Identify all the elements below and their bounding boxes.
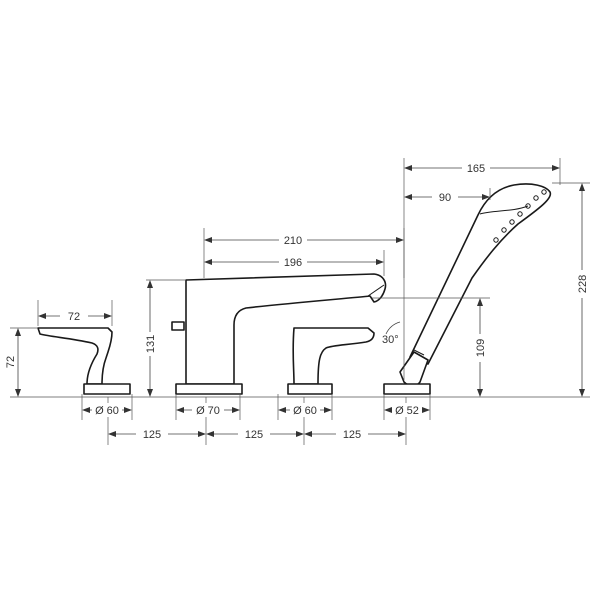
dim-spacing-3: 125 bbox=[343, 429, 361, 441]
dim-spout-base: Ø 70 bbox=[196, 405, 220, 417]
dim-shower-reach: 165 bbox=[467, 163, 485, 175]
right-valve bbox=[287, 327, 375, 395]
spray-nozzles bbox=[493, 189, 547, 243]
dim-spout-reach-total: 210 bbox=[284, 235, 302, 247]
dim-spacing-2: 125 bbox=[245, 429, 263, 441]
extension-lines bbox=[10, 158, 590, 445]
dim-spacing-1: 125 bbox=[143, 429, 161, 441]
dim-valve-base-left: Ø 60 bbox=[95, 405, 119, 417]
dim-shower-height: 228 bbox=[577, 275, 589, 293]
dim-valve-height: 72 bbox=[5, 356, 17, 368]
dim-holder-height: 109 bbox=[475, 339, 487, 357]
dim-holder-base: Ø 52 bbox=[395, 405, 419, 417]
left-valve bbox=[37, 327, 131, 395]
dim-spout-reach-inner: 196 bbox=[284, 257, 302, 269]
dim-holder-angle: 30° bbox=[382, 334, 399, 346]
hand-shower bbox=[383, 183, 552, 395]
bath-spout bbox=[171, 273, 387, 395]
dim-shower-offset: 90 bbox=[439, 192, 451, 204]
dim-valve-width: 72 bbox=[68, 311, 80, 323]
dim-spout-height: 131 bbox=[145, 335, 157, 353]
diverter-knob bbox=[171, 321, 185, 331]
dim-valve-base-right: Ø 60 bbox=[293, 405, 317, 417]
